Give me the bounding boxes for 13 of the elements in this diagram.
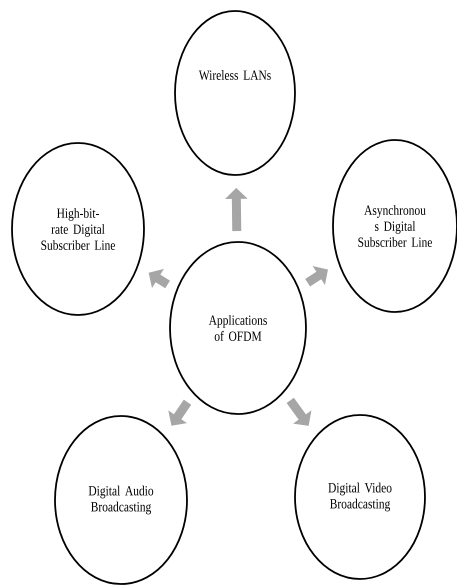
node-label: Applications of OFDM: [208, 315, 267, 341]
block-arrow: [286, 398, 312, 426]
ellipse: [174, 10, 296, 176]
ellipse: [294, 414, 426, 580]
node-label: Asynchronou s Digital Subscriber Line: [358, 205, 432, 247]
block-arrow: [305, 266, 328, 287]
ellipse: [169, 241, 307, 415]
node-label: Digital Video Broadcasting: [328, 482, 392, 512]
node-label: Digital Audio Broadcasting: [88, 486, 154, 514]
node-label: High-bit-rate Digital Subscriber Line: [41, 208, 115, 250]
node-label: Wireless LANs: [198, 70, 271, 80]
ellipse: [11, 142, 145, 316]
ellipse: [54, 415, 188, 585]
